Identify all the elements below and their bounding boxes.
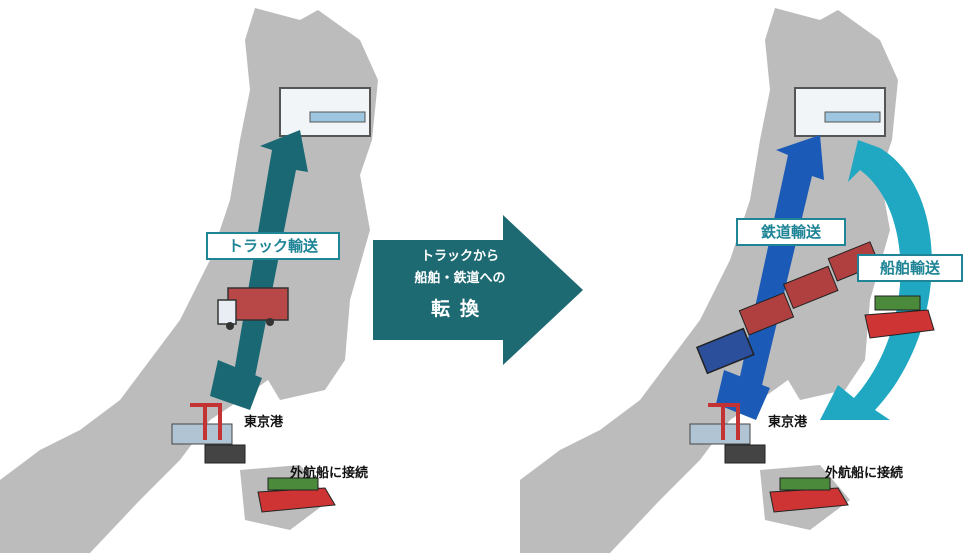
tokyo-port-label-left: 東京港 xyxy=(244,415,284,430)
freight-train xyxy=(695,241,880,375)
right-map-panel: 鉄道輸送 船舶輸送 東京港 外航船に接続 xyxy=(520,0,963,553)
transition-text: トラックから 船舶・鉄道への 転換 xyxy=(385,246,535,326)
port-dock-right xyxy=(689,423,751,445)
coastal-vessel xyxy=(864,309,935,339)
truck-container xyxy=(227,287,289,321)
ship-arrow xyxy=(820,140,932,420)
transition-arrow xyxy=(373,215,583,365)
tokyo-port-label-right: 東京港 xyxy=(768,415,808,430)
rail-arrow xyxy=(734,135,824,404)
rail-transport-label: 鉄道輸送 xyxy=(736,218,846,246)
left-map-panel: トラック輸送 東京港 外航船に接続 xyxy=(0,0,380,553)
ship-transport-label: 船舶輸送 xyxy=(857,254,963,282)
port-ship xyxy=(204,444,246,464)
transition-line-3: 転換 xyxy=(430,298,489,320)
port-crane-right xyxy=(708,403,740,440)
truck-transport-label: トラック輸送 xyxy=(206,232,340,260)
port-crane xyxy=(190,403,222,440)
truck-cab xyxy=(217,299,237,325)
ocean-vessel xyxy=(257,487,336,513)
transition-line-1: トラックから xyxy=(420,249,499,264)
truck-arrow xyxy=(230,130,308,396)
overseas-connection-label-left: 外航船に接続 xyxy=(290,466,369,481)
port-dock xyxy=(171,423,233,445)
overseas-connection-label-right: 外航船に接続 xyxy=(825,466,904,481)
port-ship-right xyxy=(724,444,766,464)
japan-map-right xyxy=(520,8,935,553)
transition-line-2: 船舶・鉄道への xyxy=(414,271,506,286)
japan-map-left xyxy=(0,8,378,553)
